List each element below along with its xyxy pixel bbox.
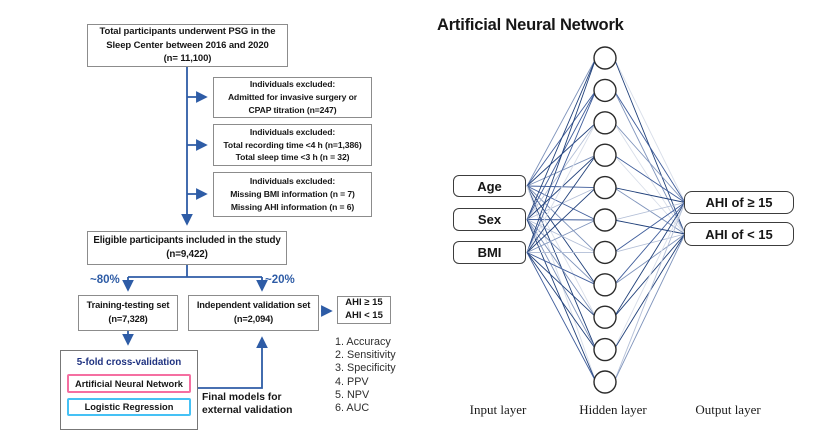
network-edge [526,90,597,187]
network-edge [526,154,597,253]
network-edge [613,57,686,203]
hidden-node [593,305,617,329]
output-box-ahi-ge15: AHI of ≥ 15 [684,191,794,214]
box-training-set: Training-testing set (n=7,328) [78,295,178,331]
metric-item: 6. AUC [335,402,370,415]
hidden-node [593,175,617,200]
network-edge [526,185,597,286]
network-edge [613,122,686,235]
network-edge [613,187,686,203]
box-ann-model: Artificial Neural Network [67,374,191,393]
input-box-age: Age [453,175,526,197]
network-edge [526,122,597,187]
metric-item: 3. Specificity [335,362,396,375]
network-edge [613,202,686,253]
network-edge [526,90,597,220]
metric-item: 5. NPV [335,388,370,401]
network-edge [613,233,686,350]
network-edge [613,202,686,318]
network-edge [613,202,686,286]
network-edge [613,187,686,235]
network-edge [526,219,597,253]
box-eligible: Eligible participants included in the st… [87,231,287,265]
network-edge [526,57,597,220]
network-edge [526,252,597,350]
network-edge [613,154,686,235]
label-20-percent: ~20% [265,274,295,286]
hidden-node [593,111,617,135]
network-edge [526,252,597,318]
network-edge [526,122,597,220]
network-edge [526,252,597,286]
network-edge [613,233,686,318]
network-edge [526,90,597,253]
network-edge [613,233,686,383]
network-edge [526,187,597,253]
network-edge [526,219,597,253]
hidden-node [593,273,617,297]
network-edge [526,219,597,383]
network-edge [526,185,597,318]
metric-item: 4. PPV [335,375,369,388]
network-edge [613,233,686,286]
input-box-sex: Sex [453,208,526,231]
network-edge [613,122,686,203]
label-hidden-layer: Hidden layer [579,402,647,417]
output-box-ahi-lt15: AHI of < 15 [684,222,794,246]
hidden-node [593,46,617,70]
network-edge [526,187,597,220]
network-edge [526,154,597,187]
network-edge [613,202,686,350]
network-edge [526,154,597,220]
arrow-final-models [198,336,268,389]
network-edge [526,219,597,221]
network-edge [526,57,597,253]
network-edge [613,202,686,221]
box-ahi-outcome: AHI ≥ 15 AHI < 15 [337,296,391,324]
label-output-layer: Output layer [695,402,761,417]
network-edge [526,185,597,221]
hidden-node [593,240,617,265]
network-edge [526,185,597,383]
hidden-node [593,337,617,362]
network-title: Artificial Neural Network [437,16,624,34]
hidden-node [593,78,617,103]
network-edge [526,185,597,350]
box-lr-model: Logistic Regression [67,398,191,416]
network-edge [613,219,686,235]
input-box-bmi: BMI [453,241,526,264]
label-input-layer: Input layer [469,402,527,417]
box-excluded-missing: Individuals excluded: Missing BMI inform… [213,172,372,217]
cv-title: 5-fold cross-validation [76,357,182,368]
network-edge [526,252,597,383]
network-edge [526,122,597,253]
box-total-psg: Total participants underwent PSG in the … [87,24,288,67]
network-edge [613,90,686,235]
network-edge [613,202,686,383]
network-edge [526,219,597,318]
network-edge [613,57,686,235]
network-edge [526,185,597,253]
network-edge [613,154,686,203]
metric-item: 1. Accuracy [335,336,391,348]
network-edge [613,90,686,203]
box-validation-set: Independent validation set (n=2,094) [188,295,319,331]
hidden-node [593,370,617,394]
hidden-node [593,208,617,232]
box-excluded-surgery: Individuals excluded: Admitted for invas… [213,77,372,118]
label-80-percent: ~80% [90,274,120,286]
metric-item: 2. Sensitivity [335,349,396,362]
hidden-node [593,143,617,167]
network-edge [526,185,597,189]
label-final-models: Final models for external validation [202,392,293,416]
network-edge [526,57,597,187]
metrics-list: 1. Accuracy 2. Sensitivity 3. Specificit… [335,336,396,415]
network-edge [613,233,686,253]
network-edge [526,219,597,350]
network-edge [526,219,597,286]
box-excluded-time: Individuals excluded: Total recording ti… [213,124,372,166]
